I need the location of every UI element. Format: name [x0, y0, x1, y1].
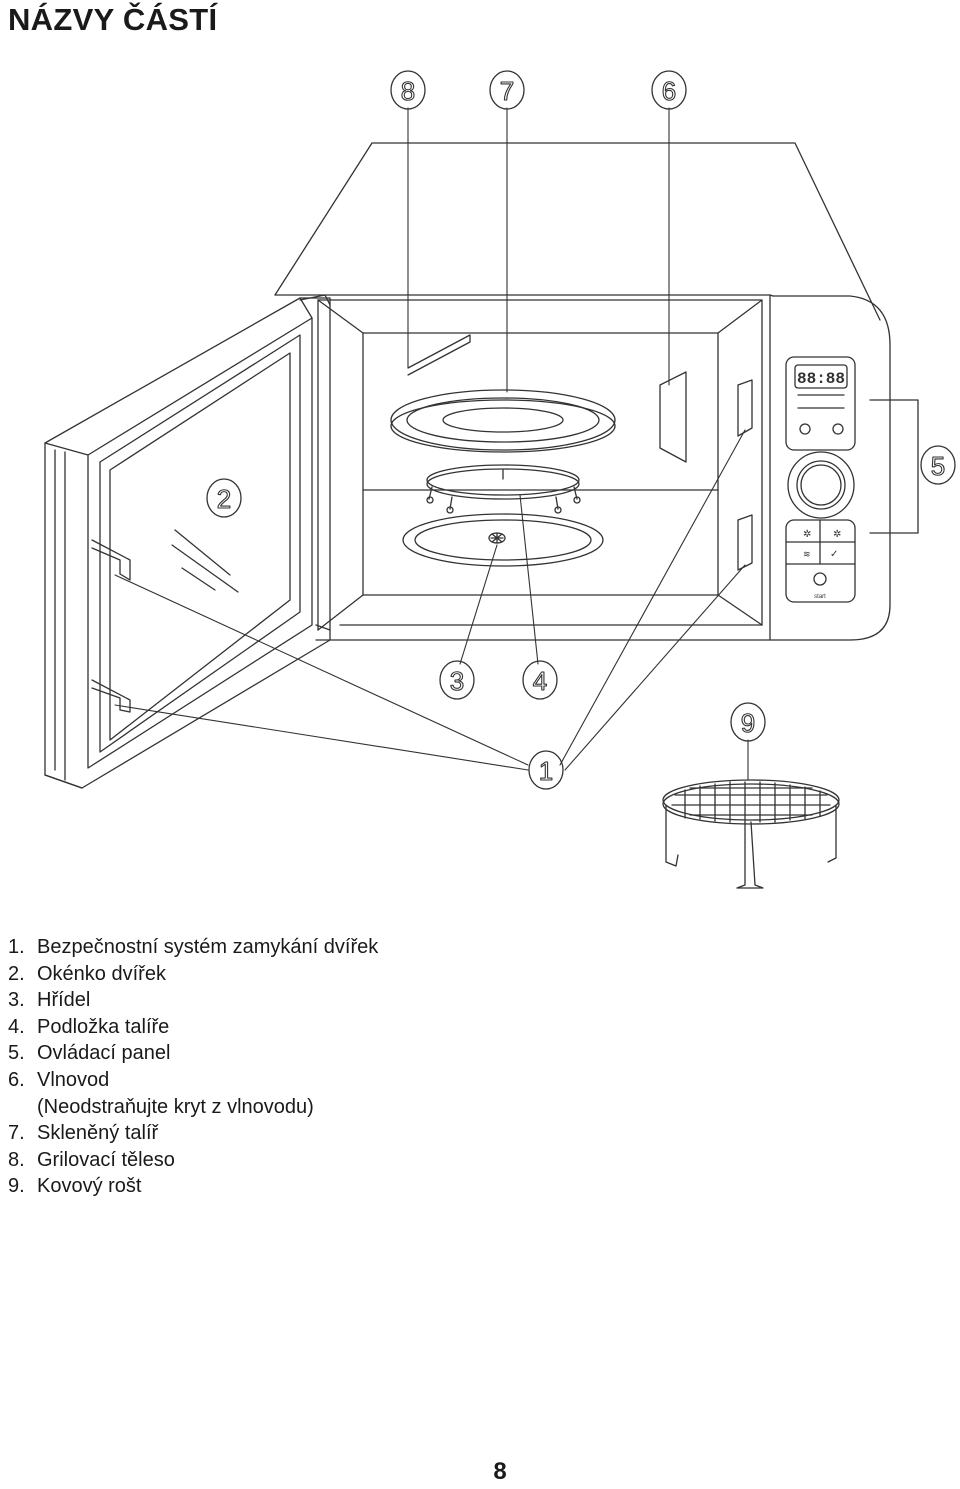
callout-7: 7 — [500, 76, 514, 106]
display-digits: 88:88 — [797, 370, 845, 388]
list-item-note: (Neodstraňujte kryt z vlnovodu) — [37, 1095, 314, 1118]
defrost-icon: ≋ — [803, 549, 811, 559]
callout-8: 8 — [401, 76, 415, 106]
turntable-shaft — [402, 513, 604, 567]
glass-turntable — [390, 389, 616, 453]
roller-ring — [426, 464, 581, 514]
auto-cook-icon: ✓ — [830, 549, 838, 560]
metal-rack — [662, 779, 840, 889]
callout-1: 1 — [539, 756, 553, 786]
callout-6: 6 — [662, 76, 676, 106]
start-icon — [813, 572, 827, 586]
interlock-slots — [737, 379, 753, 571]
microwave-parts-diagram: 88:88 ✲ ✲ ≋ ✓ start — [0, 60, 960, 900]
callout-5: 5 — [931, 451, 945, 481]
page-title: NÁZVY ČÁSTÍ — [8, 2, 218, 37]
grill-icon: ✲ — [803, 529, 811, 540]
control-knob — [787, 451, 855, 519]
callout-9: 9 — [741, 708, 755, 738]
grill-heater — [407, 334, 471, 376]
oven-door — [44, 294, 331, 789]
start-label: start — [814, 594, 826, 600]
control-panel: 88:88 ✲ ✲ ≋ ✓ start — [785, 356, 919, 603]
combi-icon: ✲ — [833, 529, 841, 540]
door-latch-lower — [91, 679, 131, 713]
leader-lines — [114, 107, 749, 781]
waveguide-cover — [659, 371, 687, 463]
list-item: 4.Podložka talíře — [8, 1015, 170, 1038]
door-latch-upper — [91, 539, 131, 581]
list-item: 5.Ovládací panel — [8, 1042, 171, 1065]
list-item: 2.Okénko dvířek — [8, 962, 166, 985]
list-item: 7.Skleněný talíř — [8, 1122, 159, 1145]
list-item: 6.Vlnovod — [8, 1068, 110, 1091]
door-window — [171, 529, 239, 593]
oven-body — [274, 142, 891, 641]
callout-numbers: 8 7 6 2 5 3 4 9 1 — [206, 70, 956, 790]
page-number: 8 — [493, 1458, 507, 1485]
callout-4: 4 — [533, 666, 547, 696]
callout-3: 3 — [450, 666, 464, 696]
clock-icon — [799, 423, 811, 435]
parts-list: 1.Bezpečnostní systém zamykání dvířek 2.… — [8, 934, 378, 1200]
list-item: 3.Hřídel — [8, 989, 91, 1012]
weight-icon — [832, 423, 844, 435]
list-item: 1.Bezpečnostní systém zamykání dvířek — [8, 936, 379, 958]
list-item: 8.Grilovací těleso — [8, 1148, 175, 1171]
list-item: 9.Kovový rošt — [8, 1175, 142, 1198]
callout-2: 2 — [217, 484, 231, 514]
